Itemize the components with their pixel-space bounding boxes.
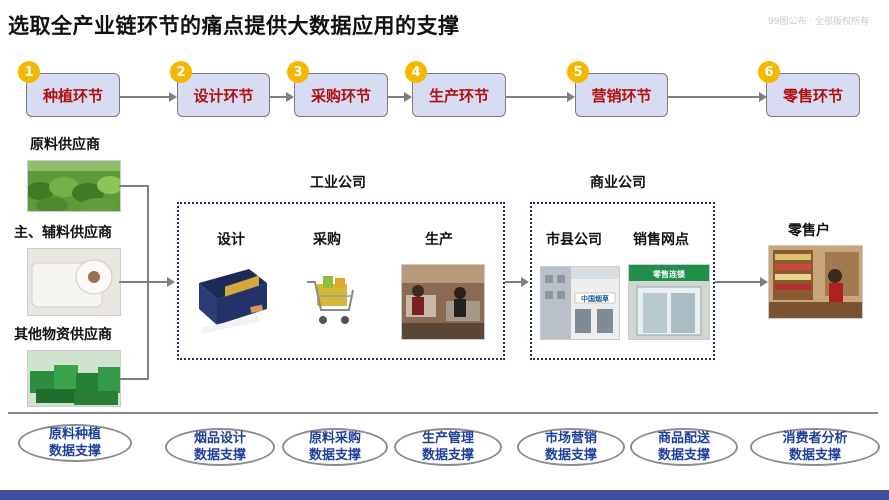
supplier-label-raw: 原料供应商 xyxy=(30,137,100,153)
step-badge: 6 xyxy=(758,61,780,83)
stage-connector xyxy=(388,96,405,98)
support-line2: 数据支撑 xyxy=(788,448,841,463)
stage-connector xyxy=(668,96,760,98)
support-line2: 数据支撑 xyxy=(544,448,597,463)
arrowhead xyxy=(286,92,294,102)
stage-label: 生产环节 xyxy=(428,86,489,105)
stage-label: 营销环节 xyxy=(591,86,652,105)
support-line1: 烟品设计 xyxy=(193,431,246,446)
goods-image xyxy=(27,350,121,407)
support-line2: 数据支撑 xyxy=(657,448,710,463)
support-planting[interactable]: 原料种植 数据支撑 xyxy=(18,424,132,462)
factory-image xyxy=(401,264,485,340)
industrial-item-design: 设计 xyxy=(217,232,245,248)
support-design[interactable]: 烟品设计 数据支撑 xyxy=(165,428,275,466)
commercial-title: 商业公司 xyxy=(590,175,646,191)
arrowhead xyxy=(759,92,767,102)
stage-label: 设计环节 xyxy=(193,86,254,105)
commercial-box xyxy=(530,202,715,360)
industrial-item-production: 生产 xyxy=(425,232,453,248)
commercial-item-county: 市县公司 xyxy=(546,232,602,248)
supplier-label-materials: 主、辅料供应商 xyxy=(14,225,112,241)
county-company-image: 中国烟草 xyxy=(540,266,620,340)
stage-purchase[interactable]: 采购环节 xyxy=(294,73,388,117)
support-production[interactable]: 生产管理 数据支撑 xyxy=(394,428,502,466)
industrial-title: 工业公司 xyxy=(310,175,366,191)
support-marketing[interactable]: 市场营销 数据支撑 xyxy=(517,428,625,466)
shopping-cart-image xyxy=(303,268,359,334)
support-line2: 数据支撑 xyxy=(48,444,101,459)
retail-title: 零售户 xyxy=(788,223,830,239)
page-title: 选取全产业链环节的痛点提供大数据应用的支撑 xyxy=(8,14,460,38)
stage-planting[interactable]: 种植环节 xyxy=(26,73,120,117)
industrial-item-purchase: 采购 xyxy=(313,232,341,248)
step-badge: 1 xyxy=(18,61,40,83)
commercial-to-retail-connector xyxy=(715,281,761,283)
watermark: 99图公布 · 全部版权所有 xyxy=(768,17,870,27)
arrowhead xyxy=(167,277,175,287)
cigarette-box-image xyxy=(193,263,273,340)
support-line2: 数据支撑 xyxy=(193,448,246,463)
arrowhead xyxy=(169,92,177,102)
bracket-connector xyxy=(148,281,168,283)
paper-roll-image xyxy=(27,248,121,316)
bracket-line xyxy=(119,378,148,380)
support-line2: 数据支撑 xyxy=(421,448,474,463)
support-purchase[interactable]: 原料采购 数据支撑 xyxy=(282,428,388,466)
stage-label: 种植环节 xyxy=(42,86,103,105)
support-line1: 消费者分析 xyxy=(782,431,848,446)
supplier-label-other: 其他物资供应商 xyxy=(14,327,112,343)
stage-connector xyxy=(506,96,568,98)
support-consumer[interactable]: 消费者分析 数据支撑 xyxy=(750,428,880,466)
support-line1: 生产管理 xyxy=(421,431,474,446)
step-badge: 5 xyxy=(567,61,589,83)
support-line1: 原料采购 xyxy=(308,431,361,446)
support-line1: 商品配送 xyxy=(657,431,710,446)
stage-design[interactable]: 设计环节 xyxy=(177,73,270,117)
stage-label: 采购环节 xyxy=(310,86,371,105)
sales-outlet-image: 零售连锁 xyxy=(628,264,710,340)
bracket-line xyxy=(119,281,148,283)
support-line2: 数据支撑 xyxy=(308,448,361,463)
bank-sign-text: 中国烟草 xyxy=(581,294,609,303)
stage-connector xyxy=(120,96,170,98)
industrial-to-commercial-connector xyxy=(505,281,522,283)
step-badge: 2 xyxy=(170,61,192,83)
stage-retail[interactable]: 零售环节 xyxy=(766,73,860,117)
support-distribution[interactable]: 商品配送 数据支撑 xyxy=(630,428,738,466)
shop-sign-text: 零售连锁 xyxy=(652,269,685,279)
retail-shop-image xyxy=(768,245,863,319)
arrowhead xyxy=(521,277,529,287)
arrowhead xyxy=(404,92,412,102)
arrowhead xyxy=(760,277,768,287)
step-badge: 3 xyxy=(287,61,309,83)
stage-production[interactable]: 生产环节 xyxy=(412,73,506,117)
commercial-item-outlet: 销售网点 xyxy=(633,232,689,248)
footer-bar xyxy=(0,490,889,500)
stage-marketing[interactable]: 营销环节 xyxy=(575,73,668,117)
tobacco-field-image xyxy=(27,160,121,212)
stage-connector xyxy=(270,96,287,98)
support-line1: 市场营销 xyxy=(544,431,597,446)
bracket-line xyxy=(119,185,148,187)
section-divider xyxy=(8,412,878,414)
stage-label: 零售环节 xyxy=(782,86,843,105)
step-badge: 4 xyxy=(405,61,427,83)
arrowhead xyxy=(567,92,575,102)
support-line1: 原料种植 xyxy=(48,427,101,442)
industrial-box xyxy=(177,202,505,360)
